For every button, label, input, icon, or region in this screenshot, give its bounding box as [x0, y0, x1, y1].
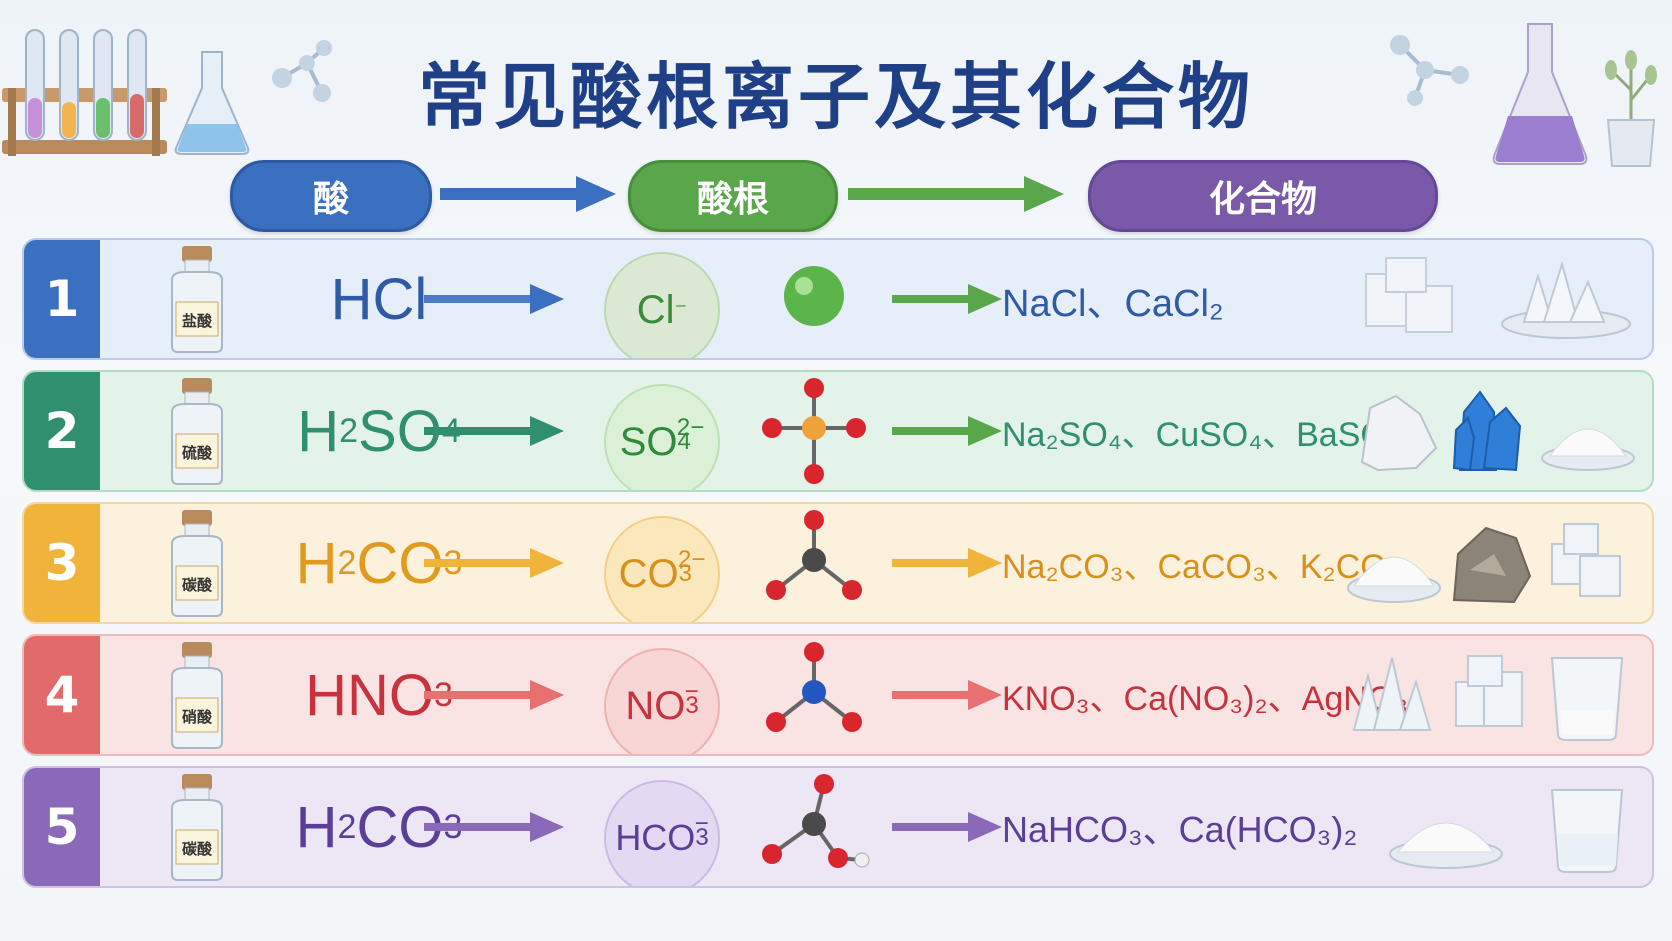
- acid-text: HNO: [305, 662, 434, 728]
- acid-text: H: [295, 794, 338, 860]
- reagent-bottle-icon: 碳酸: [171, 510, 223, 617]
- ion-text: Cl: [636, 287, 675, 332]
- arrow-right-icon: [424, 284, 564, 314]
- compound-list: NaCl、CaCl₂: [1002, 282, 1224, 325]
- sulfate-samples-image: [1360, 390, 1635, 472]
- acid-subscript: 2: [337, 807, 357, 846]
- arrow-right-icon: [424, 548, 564, 578]
- header-compound-pill: 化合物: [1088, 160, 1438, 232]
- ion-subscript: 3: [685, 692, 699, 719]
- ion-charge: 2−: [677, 546, 706, 573]
- flask-icon: [1492, 23, 1588, 165]
- flask-icon: [174, 51, 250, 155]
- arrow-right-icon: [892, 548, 1002, 578]
- row-number: 4: [24, 636, 100, 754]
- reagent-bottle-icon: 硝酸: [171, 642, 223, 749]
- bottle-label: 盐酸: [182, 312, 213, 330]
- arrow-right-icon: [424, 680, 564, 710]
- ion-charge: 2−: [676, 414, 705, 441]
- bottle-label: 碳酸: [182, 840, 213, 858]
- ion-charge: −: [684, 678, 699, 705]
- arrow-right-icon: [424, 812, 564, 842]
- bicarbonate-molecule-model-icon: [762, 774, 870, 868]
- ion-subscript: 4: [677, 428, 691, 455]
- row-number: 1: [24, 240, 100, 358]
- nitrate-samples-image: [1352, 655, 1624, 741]
- ion-subscript: 3: [695, 824, 709, 851]
- header-acid-radical-label: 酸根: [696, 178, 769, 220]
- reagent-bottle-icon: 盐酸: [171, 246, 223, 353]
- molecule-icon: [1390, 35, 1469, 106]
- bottle-label: 硝酸: [182, 708, 213, 726]
- table-row: 5 碳酸 H2CO3 HCO3− NaHCO₃、Ca(HCO₃)₂: [22, 766, 1654, 888]
- arrow-right-icon: [892, 416, 1002, 446]
- carbonate-samples-image: [1347, 523, 1621, 604]
- chloride-ion-model-icon: [784, 266, 844, 326]
- table-row: 4 硝酸 HNO3 NO3− KNO₃、Ca(NO₃)₂、AgNO₃: [22, 634, 1654, 756]
- page-title: 常见酸根离子及其化合物: [417, 54, 1254, 139]
- reagent-bottle-icon: 碳酸: [171, 774, 223, 881]
- compound-list: KNO₃、Ca(NO₃)₂、AgNO₃: [1002, 679, 1409, 718]
- ion-bubble: Cl⁻: [604, 252, 720, 358]
- row-number: 5: [24, 768, 100, 886]
- sulfate-molecule-model-icon: [762, 378, 866, 484]
- salt-crystal-samples-image: [1365, 257, 1631, 339]
- acid-subscript: 2: [339, 411, 359, 450]
- compound-list: Na₂SO₄、CuSO₄、BaSO₄: [1002, 415, 1401, 454]
- acid-text: H: [297, 398, 340, 464]
- arrow-right-icon: [892, 284, 1002, 314]
- arrow-right-icon: [848, 176, 1064, 212]
- compound-list: NaHCO₃、Ca(HCO₃)₂: [1002, 809, 1358, 850]
- row-number: 3: [24, 504, 100, 622]
- bottle-label: 碳酸: [182, 576, 213, 594]
- arrow-right-icon: [892, 812, 1002, 842]
- arrow-right-icon: [892, 680, 1002, 710]
- ion-subscript: 3: [678, 560, 692, 587]
- header-acid-pill: 酸: [230, 160, 432, 232]
- acid-text: H: [295, 530, 338, 596]
- row-number: 2: [24, 372, 100, 490]
- test-tube-rack-icon: [2, 29, 167, 156]
- ion-text: SO: [619, 419, 678, 464]
- ion-text: CO: [618, 551, 679, 596]
- bottle-label: 硫酸: [182, 444, 213, 462]
- reagent-bottle-icon: 硫酸: [171, 378, 223, 485]
- arrow-right-icon: [424, 416, 564, 446]
- acid-text: HCl: [330, 266, 428, 332]
- acid-formula: H2SO4: [264, 372, 494, 490]
- bicarbonate-samples-image: [1389, 789, 1624, 873]
- nitrate-molecule-model-icon: [766, 642, 862, 732]
- arrow-right-icon: [440, 176, 616, 212]
- acid-formula: H2CO3: [264, 768, 494, 886]
- molecule-icon: [272, 40, 332, 102]
- compound-list: Na₂CO₃、CaCO₃、K₂CO₃: [1002, 547, 1401, 586]
- carbonate-molecule-model-icon: [766, 510, 862, 600]
- header-compound-label: 化合物: [1208, 178, 1317, 220]
- ion-text: HCO: [615, 817, 696, 858]
- ion-charge: −: [694, 810, 709, 837]
- acid-formula: HNO3: [264, 636, 494, 754]
- header-acid-radical-pill: 酸根: [628, 160, 838, 232]
- ion-charge: ⁻: [674, 296, 688, 324]
- plant-pot-icon: [1605, 50, 1657, 167]
- acid-formula: HCl: [264, 240, 494, 358]
- acid-subscript: 2: [337, 543, 357, 582]
- header-acid-label: 酸: [312, 178, 349, 220]
- ion-text: NO: [625, 683, 686, 728]
- table-row: 1 盐酸 HCl Cl⁻ NaCl、CaCl₂: [22, 238, 1654, 360]
